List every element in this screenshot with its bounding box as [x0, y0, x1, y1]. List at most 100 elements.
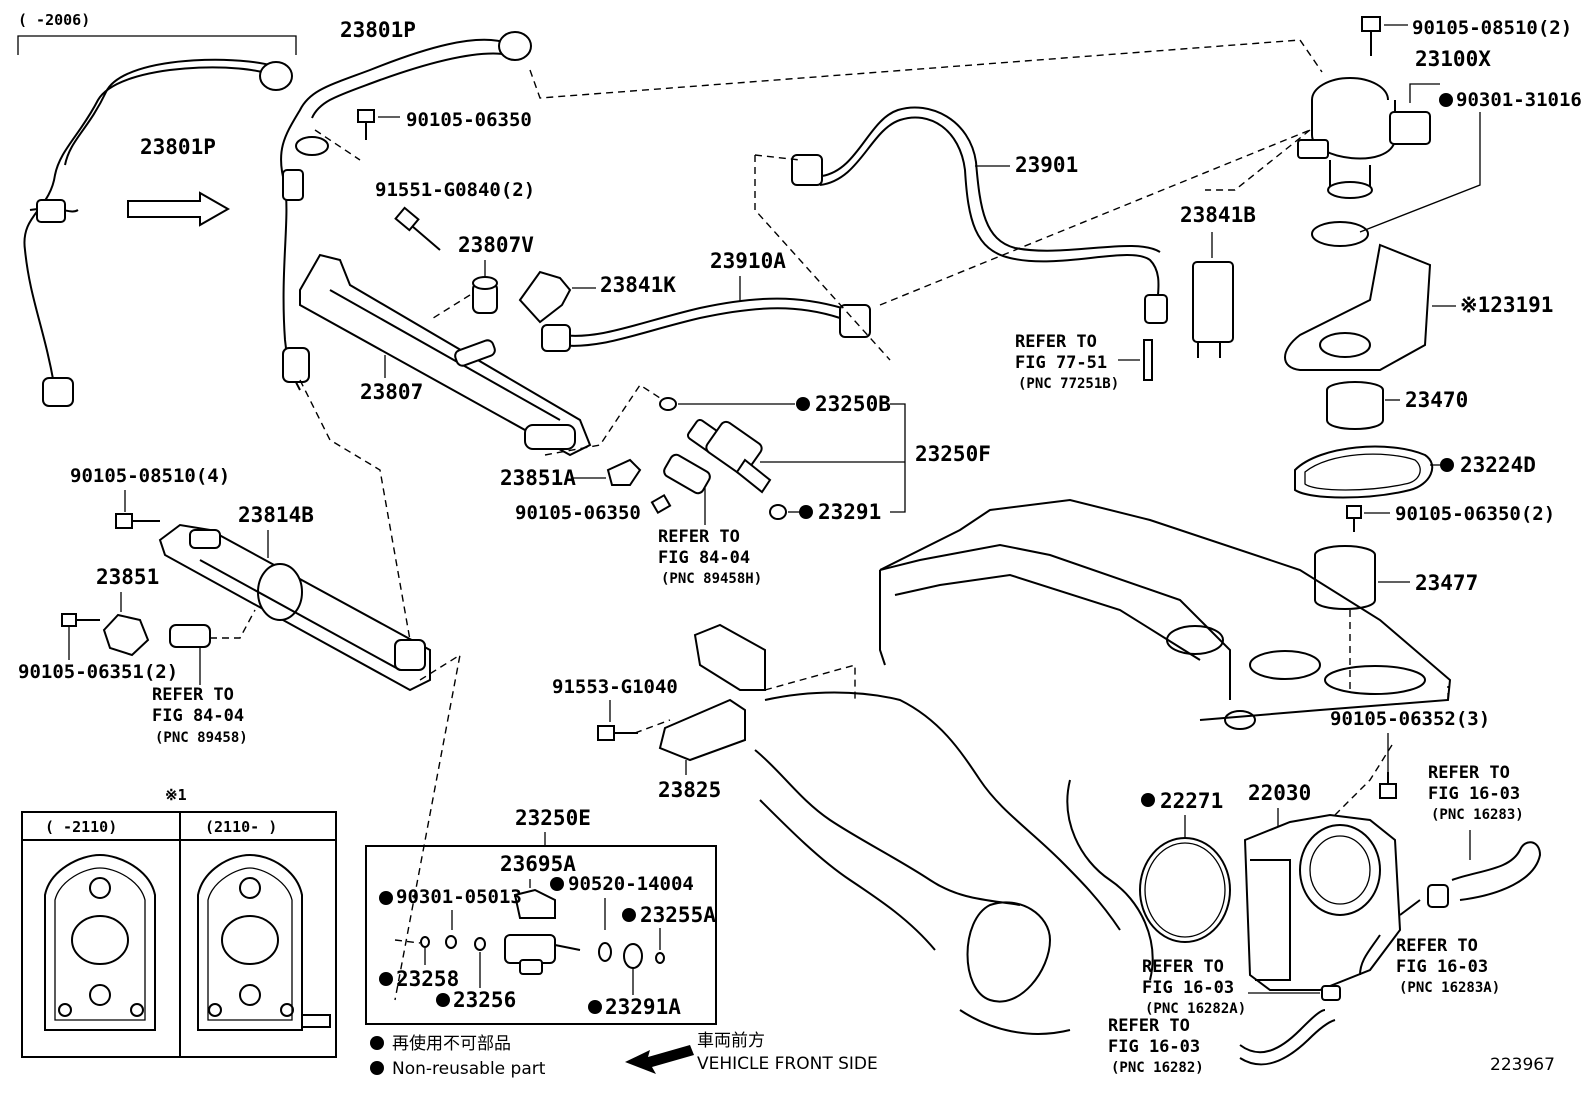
- leader-dashed: [529, 39, 1323, 99]
- injector-23250E[interactable]: [504, 934, 581, 975]
- svg-text:(PNC 16282A): (PNC 16282A): [1145, 1001, 1246, 1017]
- engine-assembly: [754, 498, 1452, 1035]
- damper-23851[interactable]: [102, 613, 150, 657]
- hose-23901[interactable]: [791, 106, 1168, 324]
- fuel-pipe-23801P[interactable]: [279, 31, 532, 391]
- svg-text:FIG 16-03: FIG 16-03: [1396, 957, 1488, 977]
- clip-23841B[interactable]: [1192, 261, 1234, 358]
- throttle-body-22030[interactable]: [1243, 813, 1402, 991]
- bolt-90105-06350-mid[interactable]: [650, 493, 672, 515]
- label-23695A: 23695A: [500, 852, 576, 876]
- svg-text:FIG 77-51: FIG 77-51: [1015, 353, 1107, 373]
- leader-dashed: [1205, 129, 1311, 191]
- label-23250E: 23250E: [515, 806, 591, 830]
- bolt-91551-G0840[interactable]: [394, 206, 441, 251]
- hose-16282[interactable]: [1239, 1009, 1336, 1066]
- label-23851: 23851: [96, 565, 159, 589]
- gasket-22271[interactable]: [1139, 837, 1231, 943]
- o-ring-23255A[interactable]: [655, 952, 665, 964]
- top-left-bracket: ( -2006): [17, 11, 297, 55]
- label-90105-08510-4: 90105-08510(4): [70, 465, 230, 487]
- svg-text:REFER TO: REFER TO: [1428, 763, 1510, 783]
- o-ring-90520-14004[interactable]: [598, 942, 612, 962]
- lifter-23470[interactable]: [1326, 381, 1384, 430]
- plate-variant-1[interactable]: [44, 853, 156, 1031]
- sensor-connector-84-04-mid[interactable]: [662, 453, 712, 496]
- bolt-90105-06350-right[interactable]: [1346, 505, 1362, 532]
- leader: [1409, 83, 1440, 103]
- legend-en: Non-reusable part: [392, 1059, 546, 1079]
- leader-dashed: [394, 653, 461, 1001]
- sensor-connector-84-04-left[interactable]: [169, 624, 211, 648]
- collar-23807V[interactable]: [472, 276, 498, 314]
- fuel-pipe-23801P-old[interactable]: [23, 58, 293, 407]
- clip-23695A[interactable]: [513, 888, 556, 919]
- svg-text:(PNC 16283): (PNC 16283): [1431, 807, 1524, 823]
- plate-variant-2[interactable]: [197, 853, 331, 1031]
- label-23477: 23477: [1415, 571, 1478, 595]
- label-90105-06350-mid: 90105-06350: [515, 502, 641, 524]
- injector-23250F[interactable]: [686, 418, 772, 494]
- fuel-pump-23100X[interactable]: [1297, 77, 1431, 199]
- o-ring-23258[interactable]: [420, 936, 430, 948]
- label-23470: 23470: [1405, 388, 1468, 412]
- o-ring-90301-05013[interactable]: [445, 935, 457, 949]
- label-23250B: 23250B: [815, 392, 891, 416]
- bolt-91553-G1040[interactable]: [597, 725, 638, 741]
- non-reusable-mark: [436, 993, 450, 1007]
- label-91551: 91551-G0840(2): [375, 179, 535, 201]
- hose-23910A[interactable]: [541, 297, 871, 352]
- housing-23477[interactable]: [1314, 545, 1376, 610]
- seal-23291A[interactable]: [623, 943, 643, 969]
- seal-23291[interactable]: [769, 504, 787, 520]
- label-23100X: 23100X: [1415, 47, 1491, 71]
- refer-fig-16-03-c[interactable]: REFER TO FIG 16-03 (PNC 16282A): [1142, 957, 1246, 1017]
- plate-23851A[interactable]: [606, 458, 642, 486]
- bolt-90105-06352[interactable]: [1379, 772, 1397, 799]
- leader-dashed: [754, 154, 801, 161]
- label-22271: 22271: [1160, 789, 1223, 813]
- clamp-16282A[interactable]: [1321, 985, 1341, 1001]
- vehicle-front-indicator: 車両前方 VEHICLE FRONT SIDE: [625, 1031, 878, 1074]
- fuel-rail-23814B[interactable]: [158, 523, 431, 692]
- non-reusable-mark: [588, 1000, 602, 1014]
- fuel-rail-23807[interactable]: [299, 253, 592, 457]
- bolt-90105-08510-left[interactable]: [115, 513, 160, 529]
- svg-text:FIG 16-03: FIG 16-03: [1108, 1037, 1200, 1057]
- label-23841K: 23841K: [600, 273, 676, 297]
- hose-16283[interactable]: [1427, 841, 1542, 908]
- svg-text:(PNC 89458): (PNC 89458): [155, 730, 248, 746]
- refer-fig-84-04-mid[interactable]: REFER TO FIG 84-04 (PNC 89458H): [658, 527, 762, 587]
- legend-dot: [370, 1061, 384, 1075]
- non-reusable-mark: [622, 908, 636, 922]
- leader-dashed: [1334, 744, 1393, 816]
- insulator-23825[interactable]: [658, 623, 766, 762]
- label-23814B: 23814B: [238, 503, 314, 527]
- bolt-90105-06351[interactable]: [61, 613, 100, 627]
- refer-fig-16-03-a[interactable]: REFER TO FIG 16-03 (PNC 16283): [1428, 763, 1524, 823]
- legend-jp: 再使用不可部品: [392, 1033, 511, 1054]
- bracket-23191[interactable]: [1284, 243, 1432, 371]
- gasket-23224D[interactable]: [1294, 445, 1434, 499]
- non-reusable-mark: [796, 397, 810, 411]
- refer-fig-84-04-left[interactable]: REFER TO FIG 84-04 (PNC 89458): [152, 685, 248, 746]
- bolt-90105-06350-top[interactable]: [357, 109, 375, 140]
- label-23255A: 23255A: [640, 903, 716, 927]
- label-23191: ※123191: [1460, 293, 1553, 317]
- figure-id: 223967: [1490, 1055, 1555, 1075]
- label-90105-06352: 90105-06352(3): [1330, 708, 1490, 730]
- label-23801P-top: 23801P: [340, 18, 416, 42]
- clip-23841K[interactable]: [518, 270, 572, 324]
- refer-fig-16-03-d[interactable]: REFER TO FIG 16-03 (PNC 16282): [1108, 1016, 1204, 1076]
- refer-fig-16-03-b[interactable]: REFER TO FIG 16-03 (PNC 16283A): [1396, 936, 1500, 996]
- washer-23256[interactable]: [474, 937, 486, 951]
- label-23258: 23258: [396, 967, 459, 991]
- o-ring-90301-31016[interactable]: [1311, 221, 1369, 247]
- o-ring-23250B[interactable]: [659, 397, 677, 411]
- refer-fig-77-51[interactable]: REFER TO FIG 77-51 (PNC 77251B): [1015, 332, 1119, 392]
- hose-16283A[interactable]: [1359, 899, 1421, 976]
- non-reusable-mark: [379, 972, 393, 986]
- bolt-90105-08510-top[interactable]: [1361, 16, 1381, 56]
- non-reusable-mark: [1439, 93, 1453, 107]
